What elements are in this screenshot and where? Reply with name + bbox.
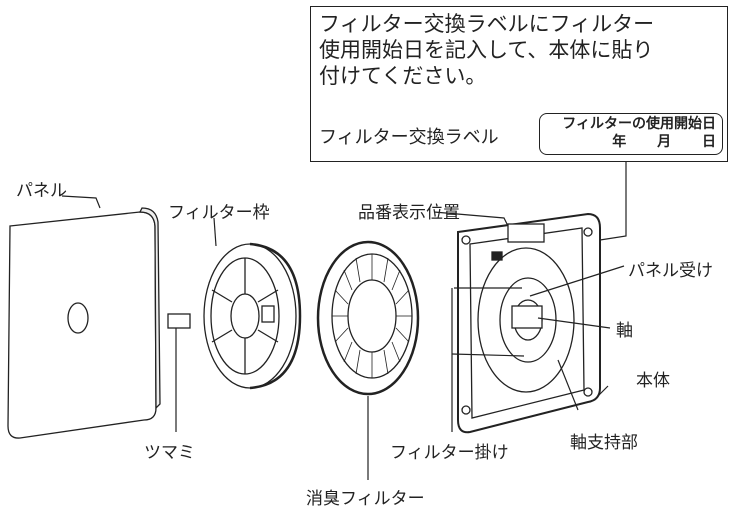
label-day: 日 [702, 134, 716, 150]
label-main-body: 本体 [636, 371, 670, 391]
label-month: 月 [657, 134, 672, 150]
leader-lines [61, 162, 627, 480]
panel-drawing [7, 207, 161, 439]
instruction-line: フィルター交換ラベルにフィルター [319, 12, 655, 36]
label-deodorizing-filter: 消臭フィルター [306, 489, 425, 509]
label-knob: ツマミ [144, 443, 195, 463]
label-filter-hook: フィルター掛け [390, 443, 509, 463]
label-model-number-position: 品番表示位置 [358, 203, 460, 223]
instruction-line: 付けてください。 [319, 64, 487, 88]
label-panel-holder: パネル受け [628, 261, 713, 281]
callout-instruction: フィルター交換ラベルにフィルター 使用開始日を記入して、本体に貼り 付けてくださ… [319, 11, 719, 89]
deodorizing-filter-drawing [316, 240, 420, 396]
filter-replacement-callout: フィルター交換ラベルにフィルター 使用開始日を記入して、本体に貼り 付けてくださ… [310, 6, 728, 162]
label-year: 年 [612, 134, 627, 150]
label-filter-frame: フィルター枠 [168, 203, 270, 223]
replacement-label-sticker: フィルターの使用開始日 年 月 日 [539, 113, 723, 155]
label-panel: パネル [16, 181, 67, 201]
filter-frame-drawing [167, 242, 302, 390]
replacement-label-name: フィルター交換ラベル [319, 127, 499, 148]
label-title: フィルターの使用開始日 [562, 116, 716, 132]
label-shaft-support: 軸支持部 [570, 433, 638, 453]
instruction-line: 使用開始日を記入して、本体に貼り [319, 38, 654, 62]
label-shaft: 軸 [616, 321, 633, 341]
